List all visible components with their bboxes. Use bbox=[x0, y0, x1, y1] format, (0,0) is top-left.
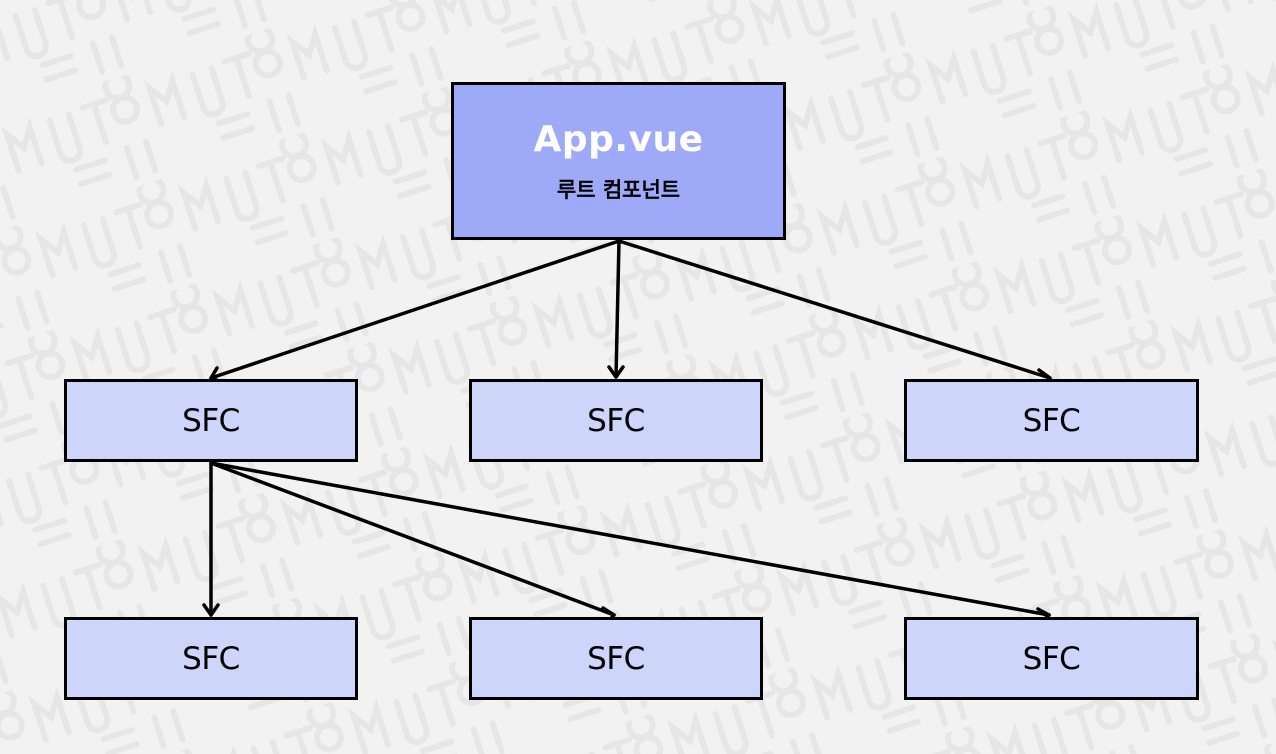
root-title: App.vue bbox=[533, 118, 704, 160]
sfc-node-2: SFC bbox=[469, 379, 763, 462]
sfc-node-4: SFC bbox=[64, 617, 358, 700]
edge-root-to-sfc-1 bbox=[209, 239, 621, 380]
arrowhead-sfc-4 bbox=[202, 603, 220, 617]
sfc-node-3: SFC bbox=[904, 379, 1199, 462]
arrowhead-sfc-2 bbox=[607, 365, 625, 379]
sfc-node-1: SFC bbox=[64, 379, 358, 462]
root-component-node: App.vue 루트 컴포넌트 bbox=[451, 82, 786, 240]
root-subtitle: 루트 컴포넌트 bbox=[556, 177, 681, 202]
sfc-node-6: SFC bbox=[904, 617, 1199, 700]
edge-sfc-1-to-sfc-5 bbox=[209, 461, 616, 617]
edge-root-to-sfc-2 bbox=[614, 239, 621, 379]
edge-sfc-1-to-sfc-6 bbox=[209, 461, 1051, 617]
sfc-node-5: SFC bbox=[469, 617, 763, 700]
edge-root-to-sfc-3 bbox=[617, 239, 1052, 380]
